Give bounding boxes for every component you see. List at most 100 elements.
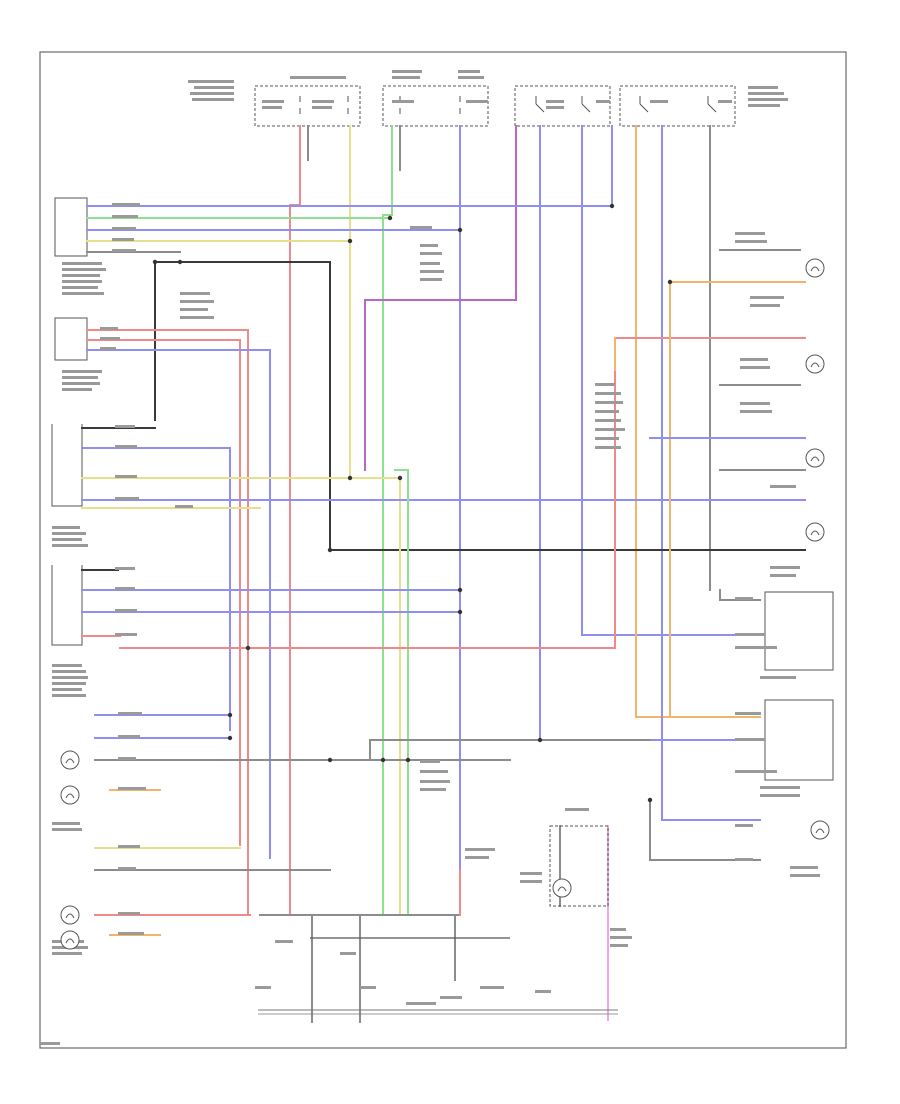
label-mark bbox=[115, 609, 137, 612]
splice-dot bbox=[177, 259, 183, 265]
right-rear-turn-bulb-icon bbox=[805, 354, 825, 374]
label-mark bbox=[750, 304, 780, 307]
label-mark bbox=[180, 316, 214, 319]
left-indicator-bulb-icon bbox=[60, 750, 80, 770]
label-mark bbox=[735, 646, 777, 649]
label-mark bbox=[790, 866, 818, 869]
label-mark bbox=[520, 872, 542, 875]
label-mark bbox=[100, 337, 120, 340]
left-headlamp-box bbox=[764, 591, 834, 671]
wire-black-ground-bus bbox=[154, 261, 806, 551]
label-mark bbox=[115, 445, 137, 448]
splice-dot bbox=[227, 735, 233, 741]
label-mark bbox=[595, 392, 621, 395]
label-mark bbox=[115, 475, 137, 478]
wire-red-330 bbox=[86, 329, 249, 916]
label-mark bbox=[115, 497, 139, 500]
label-mark bbox=[112, 238, 134, 241]
wire-blue-350 bbox=[86, 349, 271, 859]
label-mark bbox=[118, 932, 144, 935]
label-mark bbox=[118, 735, 140, 738]
label-mark bbox=[112, 249, 136, 252]
label-mark bbox=[40, 1042, 60, 1045]
label-mark bbox=[770, 566, 800, 569]
bottom-switches bbox=[258, 825, 618, 1015]
splice-dot bbox=[380, 757, 386, 763]
label-mark bbox=[100, 327, 118, 330]
splice-dot bbox=[405, 757, 411, 763]
left-indicator-bulb-2-icon bbox=[60, 785, 80, 805]
label-mark bbox=[740, 358, 768, 361]
wire-blue-license bbox=[661, 125, 761, 821]
combination-switch-connector bbox=[54, 197, 88, 257]
label-mark bbox=[735, 240, 767, 243]
label-mark bbox=[760, 786, 800, 789]
label-mark bbox=[595, 401, 623, 404]
right-front-turn-bulb-icon bbox=[805, 522, 825, 542]
label-mark bbox=[410, 226, 432, 229]
label-mark bbox=[118, 712, 142, 715]
label-mark bbox=[735, 770, 777, 773]
fuse-box-center bbox=[382, 85, 489, 127]
label-mark bbox=[735, 858, 753, 861]
splice-dot bbox=[537, 737, 543, 743]
wire-violet-feed bbox=[364, 125, 517, 471]
splice-dot bbox=[647, 797, 653, 803]
label-mark bbox=[115, 633, 137, 636]
label-mark bbox=[760, 794, 800, 797]
label-mark bbox=[735, 824, 753, 827]
label-mark bbox=[112, 227, 136, 230]
wire-orange-right bbox=[635, 125, 761, 718]
label-mark bbox=[340, 952, 356, 955]
splice-dot bbox=[609, 203, 615, 209]
label-mark bbox=[406, 1002, 436, 1005]
label-mark bbox=[118, 845, 140, 848]
label-mark bbox=[610, 928, 626, 931]
label-mark bbox=[595, 419, 621, 422]
label-mark bbox=[595, 446, 621, 449]
label-mark bbox=[465, 856, 489, 859]
label-mark bbox=[735, 712, 761, 715]
label-mark bbox=[740, 410, 772, 413]
splice-dot bbox=[152, 259, 158, 265]
splice-dot bbox=[327, 757, 333, 763]
label-mark bbox=[420, 252, 442, 255]
label-mark bbox=[175, 505, 193, 508]
lighting-control-unit bbox=[54, 317, 88, 361]
splice-dot bbox=[457, 609, 463, 615]
splice-dot bbox=[457, 587, 463, 593]
label-mark bbox=[735, 597, 753, 600]
label-mark bbox=[115, 587, 135, 590]
label-mark bbox=[420, 278, 442, 281]
label-mark bbox=[180, 308, 208, 311]
splice-dot bbox=[667, 279, 673, 285]
wire-red-648 bbox=[119, 337, 616, 649]
splice-dot bbox=[347, 238, 353, 244]
relay-box-right-a bbox=[514, 85, 611, 127]
label-mark bbox=[275, 940, 293, 943]
label-mark bbox=[770, 485, 796, 488]
label-mark bbox=[735, 633, 765, 636]
splice-dot bbox=[327, 547, 333, 553]
label-mark bbox=[420, 770, 448, 773]
label-mark bbox=[255, 986, 271, 989]
label-mark bbox=[420, 760, 440, 763]
label-mark bbox=[420, 262, 440, 265]
label-mark bbox=[610, 944, 628, 947]
label-mark bbox=[118, 757, 136, 760]
label-mark bbox=[480, 986, 504, 989]
label-mark bbox=[420, 780, 450, 783]
wire-green-470 bbox=[394, 469, 409, 916]
fine-print-labels bbox=[40, 203, 820, 1045]
wires bbox=[81, 125, 806, 1023]
label-mark bbox=[112, 215, 138, 218]
label-mark bbox=[735, 738, 765, 741]
splice-dot bbox=[457, 227, 463, 233]
label-mark bbox=[740, 402, 770, 405]
label-mark bbox=[118, 867, 136, 870]
label-mark bbox=[115, 425, 135, 428]
relay-box-right-b bbox=[619, 85, 736, 127]
label-mark bbox=[420, 788, 446, 791]
